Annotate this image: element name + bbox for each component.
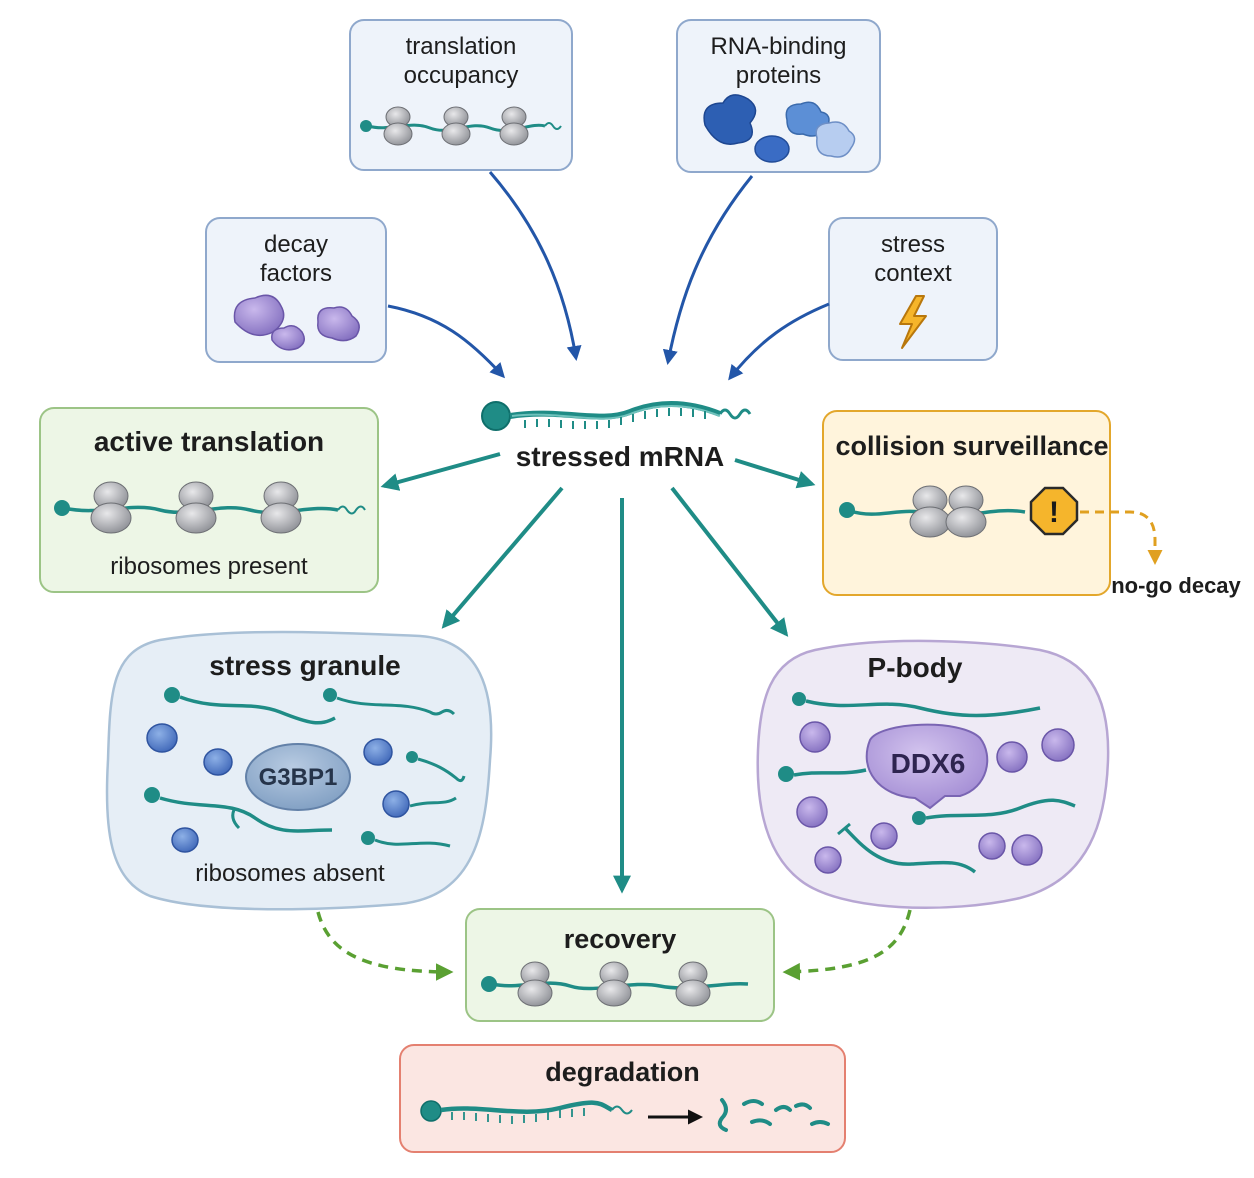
stress-granule-contents-icons <box>144 687 466 853</box>
recovery-mrna-icon <box>481 961 749 1007</box>
arrow-decay-factors-to-mrna <box>387 304 506 379</box>
central-mrna-icon <box>481 401 752 431</box>
active-translation-caption: ribosomes present <box>110 553 308 580</box>
arrow-stress-granule-to-recovery <box>316 911 454 981</box>
stress-granule-caption: ribosomes absent <box>195 860 385 887</box>
g3bp1-protein-icon <box>245 743 351 811</box>
active-translation-mrna-icon <box>54 481 366 534</box>
arrow-mrna-to-active-translation <box>380 452 501 491</box>
warning-octagon-icon <box>1029 486 1079 536</box>
recovery-title: recovery <box>563 924 677 954</box>
decay-factor-icons <box>233 294 360 351</box>
decay-factors-label: decay factors <box>259 231 333 287</box>
mrna-fragments-icon <box>717 1098 830 1132</box>
g3bp1-label: G3BP1 <box>258 764 338 791</box>
p-body-contents-icons <box>778 692 1076 874</box>
ddx6-label: DDX6 <box>890 748 966 779</box>
input-box-stress-context <box>828 217 998 361</box>
arrow-mrna-to-p-body <box>670 486 789 637</box>
stress-granule-title: stress granule <box>209 650 401 681</box>
degradation-title: degradation <box>545 1057 700 1087</box>
collided-ribosomes-mrna-icon <box>839 485 1026 538</box>
collision-surveillance-title: collision surveillance <box>835 431 1109 461</box>
arrow-mrna-to-stress-granule <box>441 486 564 629</box>
mini-mrna-with-ribosomes-icon <box>360 106 562 146</box>
degradation-mrna-icon <box>420 1100 633 1124</box>
active-translation-title: active translation <box>93 426 325 457</box>
arrow-rbp-to-mrna <box>662 175 754 365</box>
arrow-p-body-to-recovery <box>782 909 912 981</box>
no-go-decay-label: no-go decay <box>1111 573 1241 598</box>
degradation-box <box>399 1044 846 1153</box>
lightning-icon <box>899 295 927 349</box>
arrow-collision-to-no-go-decay <box>1080 510 1163 565</box>
arrow-translation-occupancy-to-mrna <box>488 171 582 361</box>
stressed-mrna-label: stressed mRNA <box>515 441 725 472</box>
translation-occupancy-label: translation occupancy <box>403 33 519 89</box>
arrow-mrna-to-collision-surveillance <box>734 458 816 489</box>
rna-binding-proteins-label: RNA-binding proteins <box>710 33 847 89</box>
stress-context-label: stress context <box>874 231 952 287</box>
ddx6-protein-icon <box>865 723 989 810</box>
warning-glyph: ! <box>1049 496 1059 529</box>
rna-binding-protein-icons <box>703 94 856 163</box>
arrow-stress-context-to-mrna <box>728 302 830 381</box>
p-body-title: P-body <box>867 652 963 683</box>
